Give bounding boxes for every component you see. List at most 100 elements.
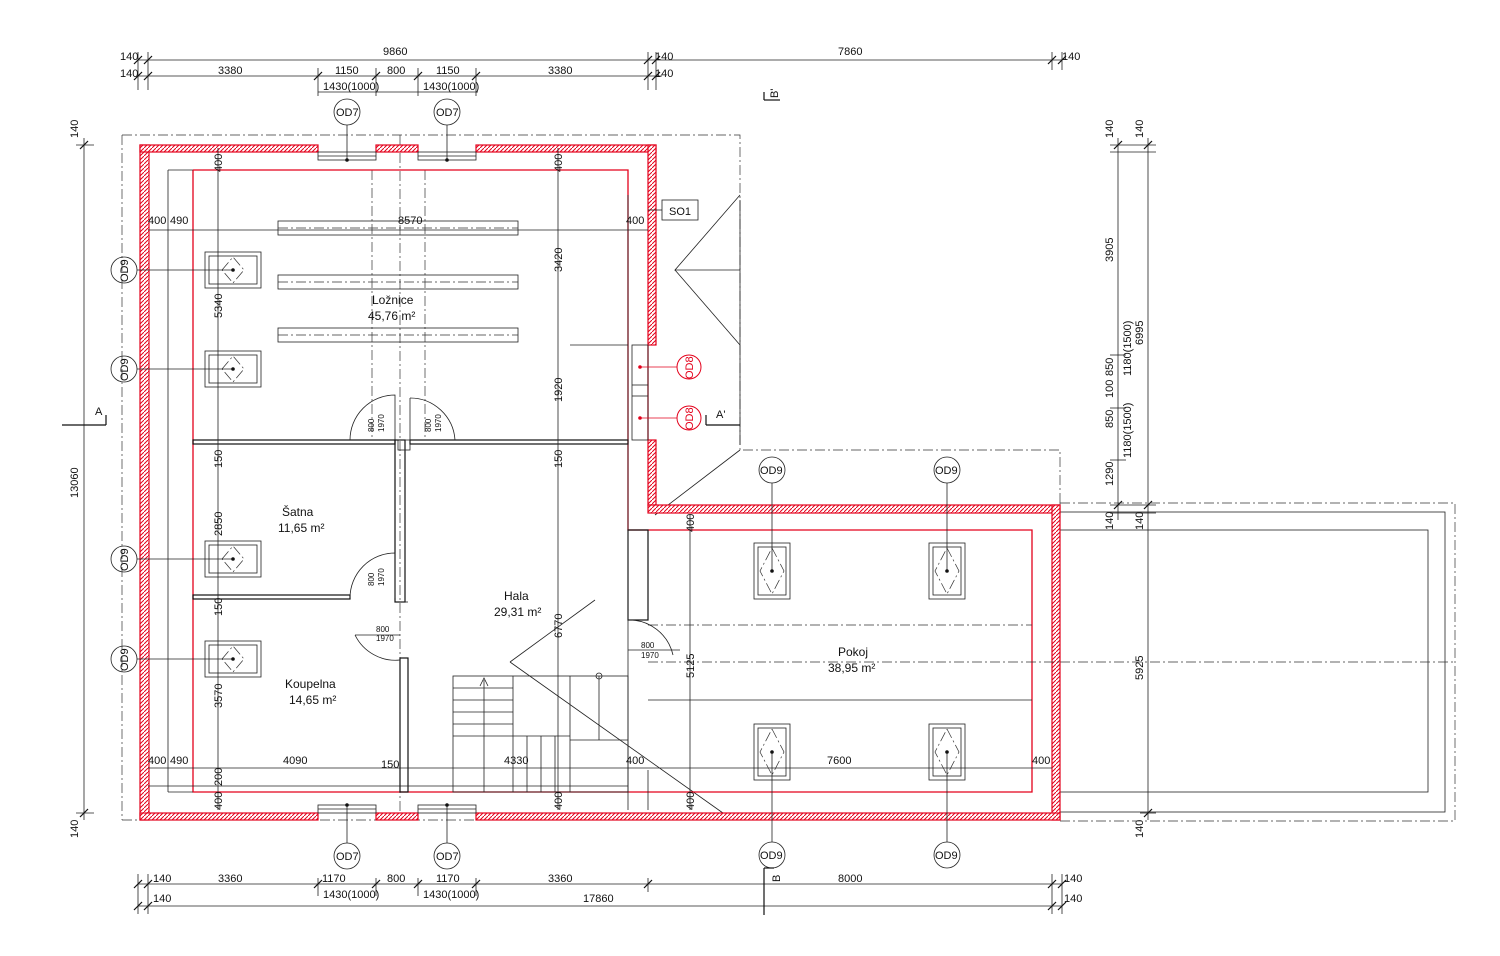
dim-400-right: 400 xyxy=(626,215,644,227)
dim-5340: 5340 xyxy=(213,294,225,318)
interior-dimensions: 400 490 8570 400 400 400 5340 3420 1920 … xyxy=(148,154,1050,810)
roof-beams xyxy=(277,220,519,343)
bottom-dim-r1-4: 1170 xyxy=(436,873,460,885)
dim-400-pokoj: 400 xyxy=(1032,755,1050,767)
od7-label: OD7 xyxy=(336,107,359,119)
bottom-dim-r2-1: 1430(1000) xyxy=(423,889,479,901)
top-dim-r2-1: 3380 xyxy=(218,65,242,77)
dim-5125: 5125 xyxy=(685,654,697,678)
door-0-height: 1970 xyxy=(377,414,386,432)
right-dim-opening-0: 1180(1500) xyxy=(1122,321,1134,376)
tag-so1: SO1 xyxy=(648,199,699,221)
room-area-pokoj: 38,95 m² xyxy=(828,661,875,675)
section-b-label: B xyxy=(771,875,783,882)
room-name-koupelna: Koupelna xyxy=(285,677,336,691)
right-dim-outer-2: 140 xyxy=(1134,512,1146,530)
od9-label: OD9 xyxy=(119,648,131,671)
door-1-height: 1970 xyxy=(434,414,443,432)
tag-od7-bottom-2: OD7 xyxy=(433,803,461,870)
top-dim-r2-2: 1150 xyxy=(335,65,359,77)
left-dim-2: 140 xyxy=(69,820,81,838)
bottom-dim-r1-7: 140 xyxy=(1064,873,1082,885)
section-a-label: A xyxy=(95,406,103,418)
room-name-satna: Šatna xyxy=(282,504,314,519)
bottom-dim-r1-2: 1170 xyxy=(322,873,346,885)
bottom-dim-r1-0: 140 xyxy=(153,873,171,885)
room-labels: Ložnice 45,76 m² Šatna 11,65 m² Koupelna… xyxy=(278,293,875,707)
dim-150-b: 150 xyxy=(553,450,565,468)
bottom-dim-r2-0: 1430(1000) xyxy=(323,889,379,901)
tag-od9-left-4: OD9 xyxy=(110,645,235,673)
tag-od9-pokoj-top-1: OD9 xyxy=(758,456,786,573)
tag-od7-top-1: OD7 xyxy=(333,98,361,162)
dim-8570: 8570 xyxy=(398,215,422,227)
door-3-height: 1970 xyxy=(376,634,394,643)
room-area-satna: 11,65 m² xyxy=(278,521,324,535)
top-dim-r1-4: 140 xyxy=(1062,51,1080,63)
right-dim-outer-4: 140 xyxy=(1134,820,1146,838)
dim-400-left: 400 xyxy=(148,215,166,227)
dim-1920: 1920 xyxy=(553,378,565,402)
dim-200: 200 xyxy=(213,768,225,786)
dim-400-top-right: 400 xyxy=(553,154,565,172)
tag-od7-bottom-1: OD7 xyxy=(333,803,361,870)
od9-label: OD9 xyxy=(760,850,783,862)
top-dim-r2-4: 1150 xyxy=(436,65,460,77)
right-dim-inner-3: 100 xyxy=(1104,380,1116,398)
right-dim-opening-1: 1180(1500) xyxy=(1122,403,1134,458)
right-dim-outer-0: 140 xyxy=(1134,120,1146,138)
bottom-dim-r1-3: 800 xyxy=(387,873,405,885)
dim-2850: 2850 xyxy=(213,512,225,536)
dim-3420: 3420 xyxy=(553,248,565,272)
left-dimensions: 140 13060 140 xyxy=(69,120,94,838)
staircase xyxy=(452,672,629,793)
dim-150-a: 150 xyxy=(213,450,225,468)
door-4-height: 1970 xyxy=(641,651,659,660)
left-dim-1: 13060 xyxy=(69,467,81,498)
od9-label: OD9 xyxy=(119,259,131,282)
right-dimensions: 140 6995 140 5925 140 140 3905 850 100 8… xyxy=(1104,120,1156,838)
dim-3570: 3570 xyxy=(213,684,225,708)
top-dim-r2-0: 140 xyxy=(120,68,138,80)
bottom-dim-r3-1: 17860 xyxy=(583,893,614,905)
room-area-hala: 29,31 m² xyxy=(494,605,541,619)
tag-od8-2: OD8 xyxy=(638,405,702,431)
dim-7600: 7600 xyxy=(827,755,851,767)
bottom-dim-r1-6: 8000 xyxy=(838,873,862,885)
dim-4090: 4090 xyxy=(283,755,307,767)
tag-od9-left-2: OD9 xyxy=(110,355,235,383)
room-name-hala: Hala xyxy=(504,589,529,603)
right-dim-inner-1: 3905 xyxy=(1104,238,1116,262)
od7-label: OD7 xyxy=(436,107,459,119)
top-dim-r1-3: 7860 xyxy=(838,46,862,58)
door-2-height: 1970 xyxy=(377,568,386,586)
od8-label: OD8 xyxy=(684,407,696,430)
door-2-width: 800 xyxy=(367,572,376,586)
od9-label: OD9 xyxy=(935,850,958,862)
od9-label: OD9 xyxy=(119,548,131,571)
od7-label: OD7 xyxy=(336,851,359,863)
door-0-width: 800 xyxy=(367,418,376,432)
top-dimensions: 140 9860 140 7860 140 140 3380 1150 800 … xyxy=(120,46,1080,96)
door-1-width: 800 xyxy=(424,418,433,432)
od9-label: OD9 xyxy=(119,358,131,381)
dim-400-top-left: 400 xyxy=(213,154,225,172)
right-dim-inner-4: 850 xyxy=(1104,410,1116,428)
room-name-pokoj: Pokoj xyxy=(838,645,868,659)
tag-od8-1: OD8 xyxy=(638,354,702,380)
dim-4330: 4330 xyxy=(504,755,528,767)
bottom-dim-r1-5: 3360 xyxy=(548,873,572,885)
top-dim-r1-2: 140 xyxy=(655,51,673,63)
od8-label: OD8 xyxy=(684,356,696,379)
dim-400-hala: 400 xyxy=(626,755,644,767)
dim-150-c: 150 xyxy=(213,598,225,616)
dim-400-b3: 400 xyxy=(685,792,697,810)
section-b-prime-label: B' xyxy=(769,89,781,98)
section-a-prime-label: A' xyxy=(716,409,725,421)
dim-400-bottom-left: 400 xyxy=(148,755,166,767)
bottom-dim-r3-0: 140 xyxy=(153,893,171,905)
windows-top xyxy=(317,151,477,814)
right-dim-inner-0: 140 xyxy=(1104,120,1116,138)
dim-6770: 6770 xyxy=(553,614,565,638)
